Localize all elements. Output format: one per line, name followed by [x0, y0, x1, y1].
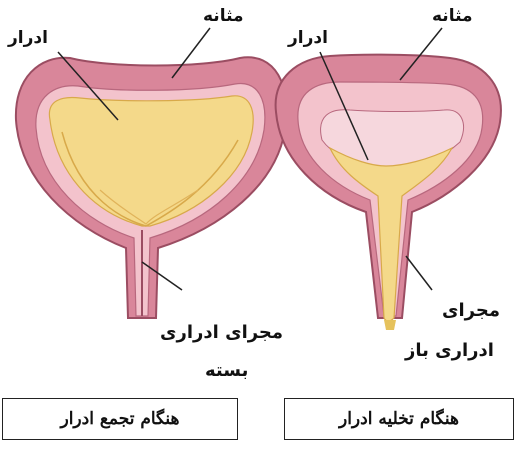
left-caption-box: هنگام تجمع ادرار — [2, 398, 238, 440]
full-bladder — [16, 57, 287, 318]
left-urethra-label-line2: بسته — [205, 360, 248, 381]
left-urine-label: ادرار — [8, 28, 48, 48]
right-urethra-label-line1: مجرای — [442, 300, 500, 321]
right-urine-label: ادرار — [288, 28, 328, 48]
right-bladder-label: مثانه — [432, 6, 473, 26]
left-caption: هنگام تجمع ادرار — [60, 409, 179, 429]
left-bladder-label: مثانه — [203, 6, 244, 26]
right-caption: هنگام تخلیه ادرار — [339, 409, 459, 429]
left-urethra-label-line1: مجرای ادراری — [160, 322, 283, 343]
leader-right-urethra — [406, 256, 432, 290]
emptying-bladder — [276, 55, 501, 330]
emptying-bladder-stream — [384, 320, 396, 330]
right-caption-box: هنگام تخلیه ادرار — [284, 398, 514, 440]
right-urethra-label-line2: ادراری باز — [405, 340, 494, 361]
